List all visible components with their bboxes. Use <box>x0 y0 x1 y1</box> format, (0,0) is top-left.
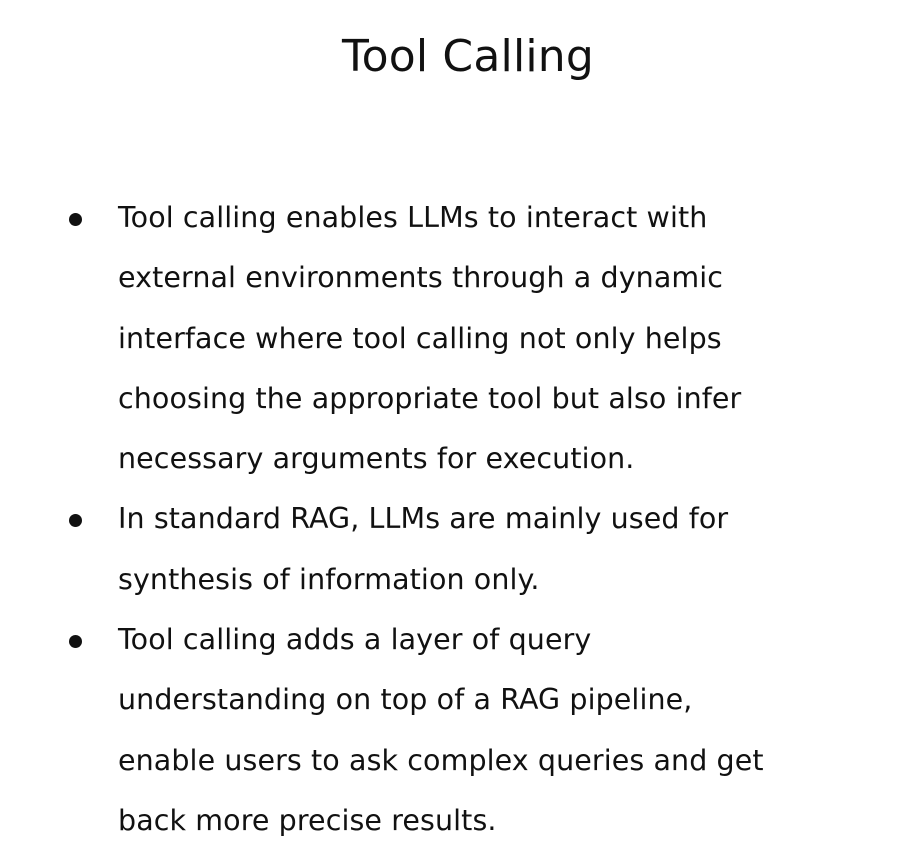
bullet-text-line: interface where tool calling not only he… <box>118 321 722 355</box>
bullet-item: In standard RAG, LLMs are mainly used fo… <box>60 489 890 610</box>
slide-title: Tool Calling <box>341 31 595 82</box>
bullet-text-line: synthesis of information only. <box>118 562 540 596</box>
bullet-item: Tool calling enables LLMs to interact wi… <box>60 188 890 489</box>
bullet-text-line: In standard RAG, LLMs are mainly used fo… <box>118 502 729 536</box>
bullet-list: Tool calling enables LLMs to interact wi… <box>60 188 890 851</box>
bullet-text-line: Tool calling adds a layer of query <box>118 623 592 657</box>
bullet-text-line: understanding on top of a RAG pipeline, <box>118 683 693 717</box>
bullet-text-line: choosing the appropriate tool but also i… <box>118 381 742 415</box>
bullet-text-line: necessary arguments for execution. <box>118 442 635 476</box>
bullet-dot-icon <box>69 514 82 528</box>
bullet-item: Tool calling adds a layer of query under… <box>60 610 890 851</box>
bullet-dot-icon <box>69 635 82 649</box>
bullet-text-line: external environments through a dynamic <box>118 261 724 295</box>
bullet-text-line: Tool calling enables LLMs to interact wi… <box>118 201 708 234</box>
bullet-text-line: enable users to ask complex queries and … <box>118 743 764 777</box>
bullet-text-line: back more precise results. <box>118 803 497 837</box>
bullet-dot-icon <box>69 213 82 226</box>
